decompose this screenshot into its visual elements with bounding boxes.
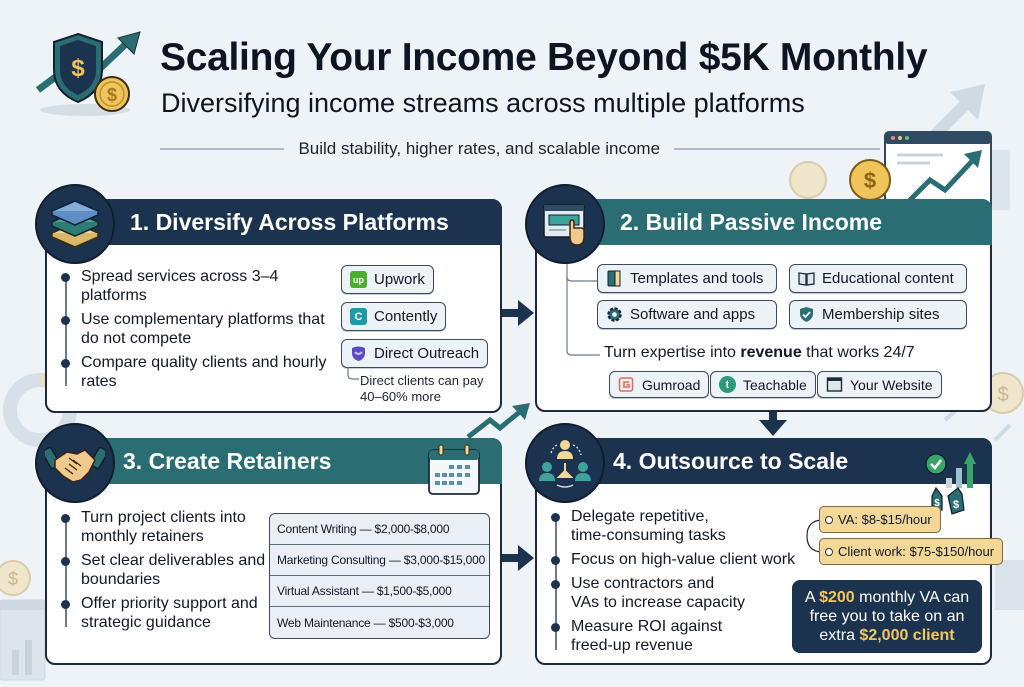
platform-label: Your Website bbox=[850, 376, 933, 393]
card-header: 1. Diversify Across Platforms bbox=[45, 199, 502, 245]
product-label: Templates and tools bbox=[630, 270, 764, 287]
platform-label: Teachable bbox=[743, 376, 807, 393]
product-label: Educational content bbox=[822, 270, 954, 287]
bullet-item: Set clear deliverables and boundaries bbox=[61, 551, 271, 589]
card-icon-badge bbox=[525, 184, 605, 264]
browser-click-icon bbox=[543, 204, 585, 246]
website-window-icon bbox=[826, 377, 843, 392]
growth-check-icon: $ $ bbox=[925, 452, 976, 515]
tagline-row: Build stability, higher rates, and scala… bbox=[160, 137, 880, 161]
client-rate-tag: Client work: $75-$150/hour bbox=[819, 538, 1004, 565]
card-create-retainers: 3. Create Retainers Turn project clients… bbox=[35, 423, 502, 665]
svg-text:$: $ bbox=[934, 498, 940, 509]
svg-text:$: $ bbox=[107, 85, 117, 105]
card-diversify-platforms: 1. Diversify Across Platforms Spread ser… bbox=[35, 184, 502, 413]
svg-text:$: $ bbox=[71, 55, 85, 82]
divider-left bbox=[160, 148, 285, 150]
card-header: 3. Create Retainers bbox=[45, 438, 502, 484]
note-connector bbox=[347, 367, 359, 380]
platform-direct-outreach[interactable]: Direct Outreach bbox=[341, 339, 489, 368]
bullet-list: Delegate repetitive, time-consuming task… bbox=[551, 507, 811, 660]
card-title: 4. Outsource to Scale bbox=[613, 447, 849, 474]
card-title: 2. Build Passive Income bbox=[620, 208, 883, 235]
card-title: 1. Diversify Across Platforms bbox=[130, 208, 449, 235]
bullet-list: Spread services across 3–4 platforms Use… bbox=[61, 267, 331, 396]
direct-clients-note: Direct clients can pay 40–60% more bbox=[360, 373, 484, 404]
bullet-item: Offer priority support and strategic gui… bbox=[61, 594, 271, 632]
calendar-icon bbox=[428, 444, 480, 495]
shield-check-icon bbox=[800, 307, 813, 322]
gumroad-icon bbox=[618, 377, 634, 392]
stacked-layers-icon bbox=[50, 200, 100, 248]
arrow-right-card3-to-card4 bbox=[500, 545, 534, 571]
book-icon bbox=[798, 272, 815, 286]
svg-text:$: $ bbox=[997, 384, 1008, 406]
client-value-amount: $2,000 client bbox=[859, 627, 955, 644]
platform-teachable[interactable]: t Teachable bbox=[710, 371, 816, 398]
va-rate-tag: VA: $8-$15/hour bbox=[819, 506, 941, 533]
platform-label: Gumroad bbox=[642, 376, 701, 393]
retainer-rate-row: Virtual Assistant — $1,500-$5,000 bbox=[270, 576, 489, 607]
product-software-apps[interactable]: Software and apps bbox=[597, 300, 777, 329]
tree-connector bbox=[566, 259, 600, 356]
product-label: Membership sites bbox=[822, 306, 940, 323]
product-membership-sites[interactable]: Membership sites bbox=[789, 300, 967, 329]
platform-label: Direct Outreach bbox=[374, 345, 480, 362]
card-icon-badge bbox=[35, 184, 115, 264]
retainer-rate-row: Marketing Consulting — $3,000-$15,000 bbox=[270, 545, 489, 576]
platform-upwork[interactable]: up Upwork bbox=[341, 265, 434, 294]
card-outsource-to-scale: 4. Outsource to Scale $ $ Delegate repet… bbox=[525, 423, 1004, 665]
card-header: 2. Build Passive Income bbox=[535, 199, 992, 245]
va-cost-amount: $200 bbox=[819, 589, 855, 606]
retainer-rate-row: Content Writing — $2,000-$8,000 bbox=[270, 514, 489, 545]
platform-gumroad[interactable]: Gumroad bbox=[609, 371, 710, 398]
tagline: Build stability, higher rates, and scala… bbox=[298, 139, 661, 158]
card-title: 3. Create Retainers bbox=[123, 447, 332, 474]
svg-text:$: $ bbox=[8, 569, 18, 589]
card-icon-badge bbox=[35, 423, 115, 503]
svg-text:$: $ bbox=[864, 168, 876, 193]
gear-icon bbox=[607, 307, 622, 322]
card-header: 4. Outsource to Scale bbox=[535, 438, 992, 484]
divider-right bbox=[674, 148, 880, 150]
card-icon-badge bbox=[525, 423, 605, 503]
page-subtitle: Diversifying income streams across multi… bbox=[161, 88, 805, 118]
roi-callout: A $200 monthly VA can free you to take o… bbox=[792, 580, 982, 653]
bullet-item: Compare quality clients and hourly rates bbox=[61, 353, 331, 391]
revenue-emphasis: revenue bbox=[740, 344, 802, 361]
direct-outreach-icon bbox=[352, 346, 365, 361]
product-educational-content[interactable]: Educational content bbox=[789, 264, 967, 293]
team-delegation-icon bbox=[539, 440, 591, 488]
retainer-rate-row: Web Maintenance — $500-$3,000 bbox=[277, 615, 454, 630]
platform-your-website[interactable]: Your Website bbox=[817, 371, 942, 398]
revenue-line: Turn expertise into revenue that works 2… bbox=[604, 344, 915, 361]
platform-label: Upwork bbox=[374, 271, 425, 288]
bullet-item: Measure ROI against freed-up revenue bbox=[551, 617, 731, 655]
bullet-item: Spread services across 3–4 platforms bbox=[61, 267, 331, 305]
bullet-item: Turn project clients into monthly retain… bbox=[61, 508, 271, 546]
svg-text:$: $ bbox=[953, 499, 959, 511]
page-title: Scaling Your Income Beyond $5K Monthly bbox=[160, 36, 928, 79]
document-icon bbox=[607, 270, 621, 287]
handshake-icon bbox=[45, 446, 105, 483]
teachable-icon: t bbox=[719, 376, 736, 393]
bullet-item: Focus on high-value client work bbox=[551, 550, 811, 569]
upwork-icon: up bbox=[350, 271, 367, 288]
card-passive-income: 2. Build Passive Income Templates and to… bbox=[525, 184, 992, 412]
bullet-item: Use contractors and VAs to increase capa… bbox=[551, 574, 746, 612]
platform-contently[interactable]: C Contently bbox=[341, 302, 447, 331]
bullet-item: Delegate repetitive, time-consuming task… bbox=[551, 507, 741, 545]
bullet-list: Turn project clients into monthly retain… bbox=[61, 508, 271, 637]
product-templates-tools[interactable]: Templates and tools bbox=[597, 264, 777, 293]
retainer-rates-table: Content Writing — $2,000-$8,000 Marketin… bbox=[269, 513, 490, 639]
contently-icon: C bbox=[350, 308, 367, 325]
tag-connector bbox=[806, 519, 824, 553]
platform-label: Contently bbox=[374, 308, 438, 325]
product-label: Software and apps bbox=[630, 306, 756, 323]
arrow-right-card1-to-card2 bbox=[500, 300, 534, 326]
bullet-item: Use complementary platforms that do not … bbox=[61, 310, 331, 348]
shield-dollar-growth-icon: $ $ bbox=[35, 31, 141, 116]
arrow-down-card2-to-card4 bbox=[759, 410, 787, 436]
